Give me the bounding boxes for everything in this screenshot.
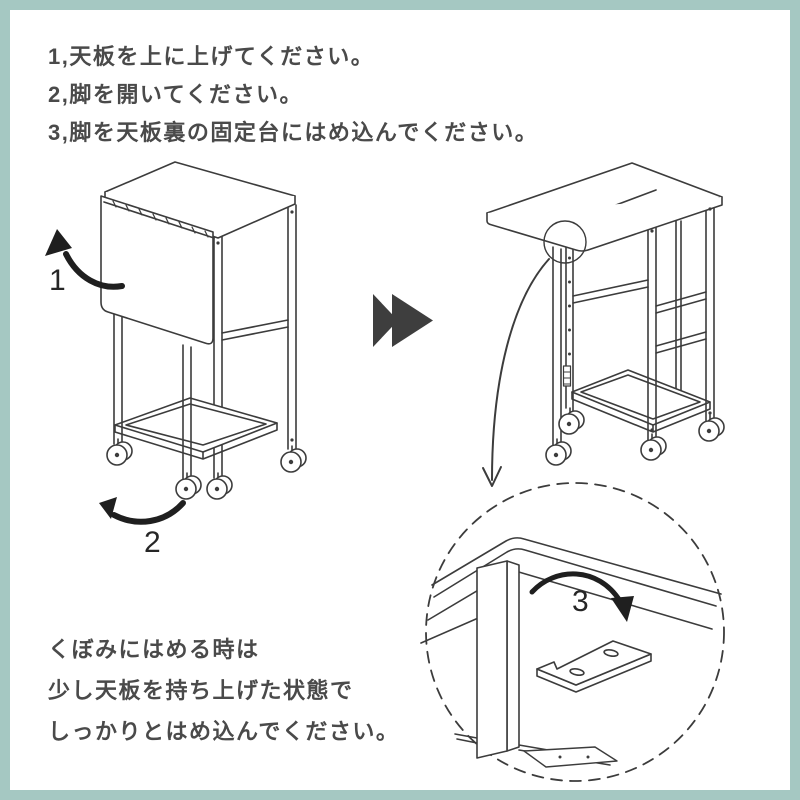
step3-arrow bbox=[529, 571, 634, 622]
instruction-line-2: 2,脚を開いてください。 bbox=[48, 82, 304, 107]
step-1-label: 1 bbox=[49, 264, 66, 297]
step-2-label: 2 bbox=[144, 526, 161, 559]
right-cart-figure bbox=[486, 162, 725, 466]
detail-callout bbox=[420, 482, 725, 782]
note-line-2: 少し天板を持ち上げた状態で bbox=[48, 678, 354, 703]
detail-leg bbox=[476, 560, 508, 759]
note-line-1: くぼみにはめる時は bbox=[48, 637, 260, 662]
fixing-bracket bbox=[536, 640, 652, 693]
corner-highlight-circle bbox=[543, 220, 587, 264]
step-instructions: 1,天板を上に上げてください。 2,脚を開いてください。 3,脚を天板裏の固定台… bbox=[48, 38, 538, 152]
left-cart-figure bbox=[100, 161, 307, 500]
detail-pointer-arrow bbox=[482, 258, 550, 487]
note-text: くぼみにはめる時は 少し天板を持ち上げた状態で しっかりとはめ込んでください。 bbox=[48, 629, 399, 752]
fast-forward-icon bbox=[373, 294, 433, 347]
lift-arrow bbox=[45, 229, 125, 290]
left-cart-drop-leaf bbox=[100, 195, 214, 345]
step-3-label: 3 bbox=[572, 585, 589, 618]
rotate-arrow bbox=[99, 497, 186, 525]
instruction-line-3: 3,脚を天板裏の固定台にはめ込んでください。 bbox=[48, 120, 539, 145]
note-line-3: しっかりとはめ込んでください。 bbox=[48, 719, 400, 744]
instruction-line-1: 1,天板を上に上げてください。 bbox=[48, 44, 375, 69]
callout-dashed-circle bbox=[425, 482, 725, 782]
